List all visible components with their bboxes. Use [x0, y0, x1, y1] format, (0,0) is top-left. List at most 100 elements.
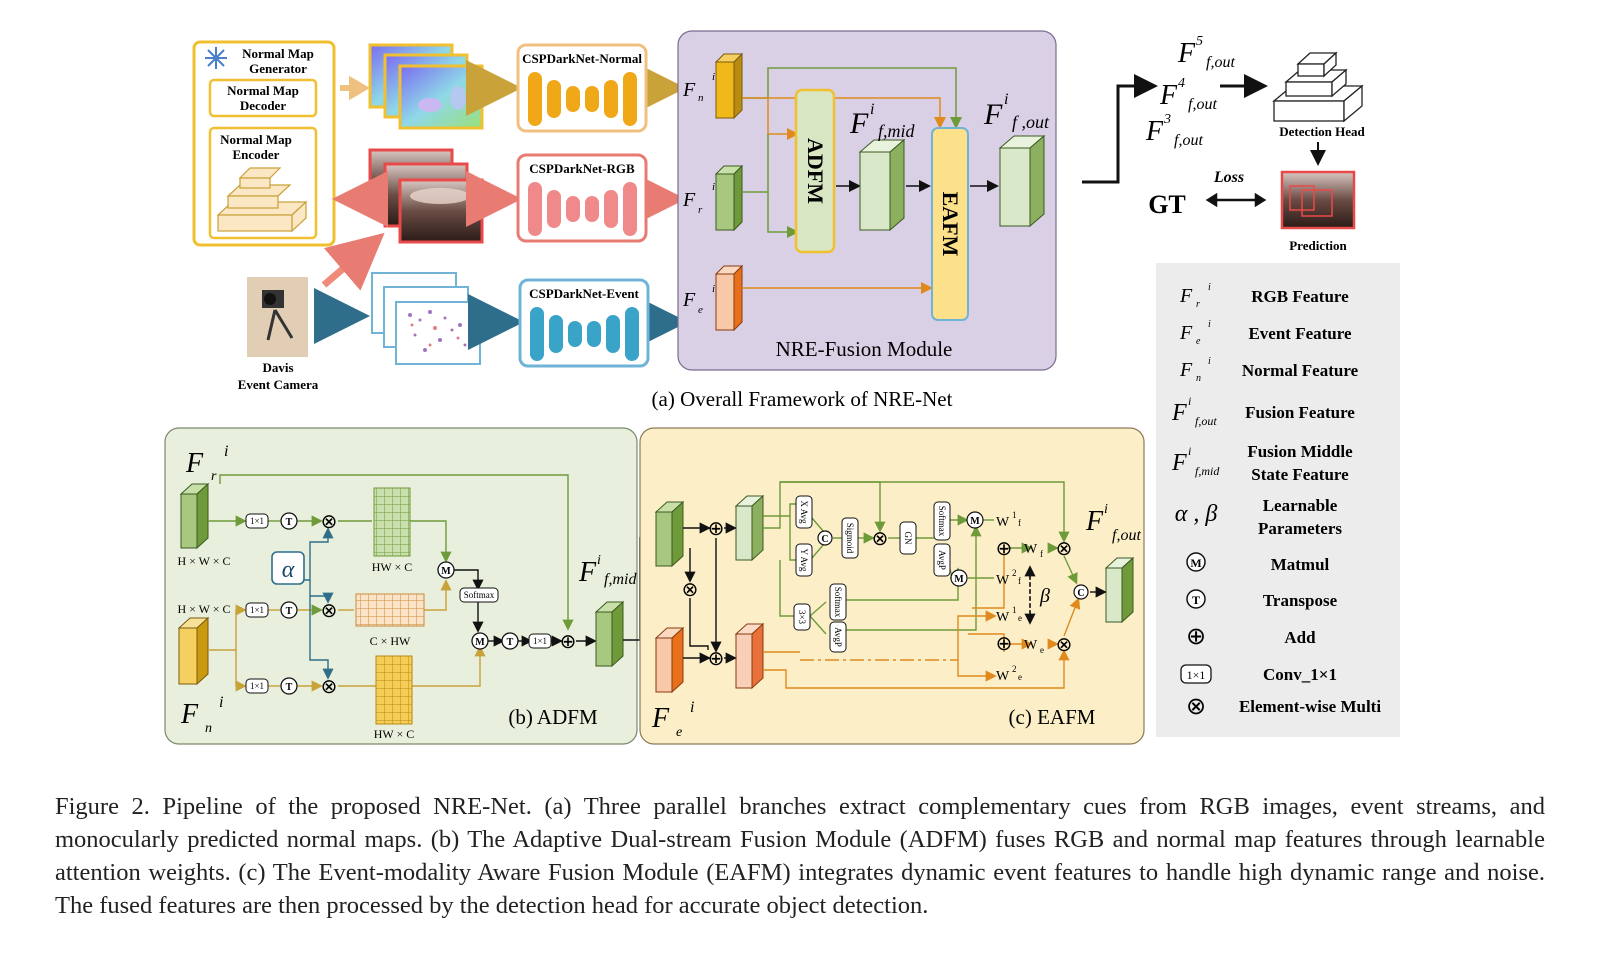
svg-text:i: i	[1004, 91, 1008, 108]
sigmoid-label: Sigmoid	[845, 523, 855, 554]
svg-text:M: M	[954, 574, 964, 585]
svg-text:f: f	[1018, 518, 1021, 528]
detection-head-icon	[1272, 51, 1364, 123]
legend-matmul: Matmul	[1271, 555, 1330, 574]
multiply-nodes-b: ⊗⊗⊗⊕	[321, 511, 577, 698]
svg-text:f,out: f,out	[1112, 527, 1141, 544]
decoder-label-1: Normal Map	[227, 83, 299, 98]
svg-text:f,out: f,out	[1174, 132, 1203, 149]
svg-text:⊗: ⊗	[1056, 538, 1073, 560]
avgp-label-c2: AvgP	[833, 627, 843, 647]
conv3-label: 3×3	[797, 610, 807, 625]
svg-text:1×1: 1×1	[250, 605, 264, 615]
svg-text:⊕: ⊕	[708, 648, 725, 670]
transpose-nodes-b	[280, 512, 519, 695]
softmax-label-b: Softmax	[464, 590, 495, 600]
rgb-images	[368, 148, 484, 244]
out-feature-cuboid	[998, 134, 1046, 228]
concat-nodes-c	[817, 530, 1089, 600]
svg-text:F: F	[983, 98, 1003, 131]
panel-c-title: (c) EAFM	[1009, 705, 1096, 729]
legend-fusion-mid-2: State Feature	[1251, 465, 1349, 484]
legend-learnable-2: Parameters	[1258, 519, 1342, 538]
panel-a-subtitle: (a) Overall Framework of NRE-Net	[652, 387, 953, 411]
svg-text:2: 2	[1012, 568, 1017, 578]
rgb-feature-cuboid	[714, 164, 744, 232]
legend-rgb-feature: RGB Feature	[1251, 287, 1349, 306]
transpose-icon: T	[1186, 589, 1206, 609]
backbone-event: CSPDarkNet-Event	[518, 278, 650, 368]
svg-text:C: C	[1077, 588, 1084, 599]
legend-box	[1156, 263, 1400, 737]
svg-text:r: r	[698, 204, 703, 216]
eafm-label: EAFM	[938, 192, 963, 257]
svg-text:i: i	[712, 283, 715, 295]
svg-text:⊗: ⊗	[872, 528, 889, 550]
eafm-panel-box	[639, 427, 1145, 745]
eafm-lines	[683, 481, 1107, 689]
svg-text:f,out: f,out	[1188, 96, 1217, 113]
svg-text:⊗: ⊗	[682, 579, 699, 601]
output-arrow	[1082, 74, 1158, 184]
alpha-label: α	[282, 557, 295, 583]
svg-text:W: W	[996, 573, 1010, 588]
svg-text:f: f	[1040, 549, 1043, 559]
svg-text:M: M	[441, 566, 451, 577]
matmul-nodes-b	[437, 561, 489, 650]
svg-text:F: F	[682, 79, 696, 101]
encoder-label-1: Normal Map	[220, 132, 292, 147]
svg-text:f,mid: f,mid	[1195, 464, 1220, 478]
svg-text:T: T	[286, 606, 293, 617]
svg-text:i: i	[712, 181, 715, 193]
prediction-image	[1280, 170, 1356, 230]
eafm-block	[931, 127, 969, 321]
svg-text:F: F	[849, 107, 869, 140]
encoder-pyramid-icon	[216, 167, 308, 233]
svg-text:F: F	[1085, 506, 1104, 537]
branch-arrows	[314, 60, 688, 350]
x-avg-label: X Avg	[799, 500, 809, 524]
backbone-rgb-label: CSPDarkNet-RGB	[529, 161, 635, 176]
svg-text:C: C	[821, 534, 828, 545]
beta-label: β	[1039, 585, 1050, 607]
fout-cuboid-c	[1104, 556, 1135, 624]
svg-text:W: W	[996, 669, 1010, 684]
svg-text:1×1: 1×1	[1187, 668, 1206, 682]
matrix-gold	[375, 655, 413, 725]
svg-text:M: M	[475, 637, 485, 648]
softmax-label-c2: Softmax	[833, 587, 843, 618]
svg-text:3: 3	[1163, 112, 1171, 127]
prediction-label: Prediction	[1289, 238, 1347, 253]
snowflake-icon	[205, 47, 227, 69]
svg-text:F: F	[1145, 116, 1164, 147]
legend-transpose: Transpose	[1263, 591, 1338, 610]
legend-fusion-mid-1: Fusion Middle	[1247, 442, 1353, 461]
svg-text:f: f	[1018, 576, 1021, 586]
svg-text:⊕: ⊕	[996, 633, 1013, 655]
svg-text:1×1: 1×1	[250, 516, 264, 526]
svg-text:r: r	[1196, 299, 1200, 310]
adfm-panel-box	[164, 427, 638, 745]
svg-text:1×1: 1×1	[533, 636, 547, 646]
svg-text:T: T	[1192, 593, 1200, 607]
svg-text:1×1: 1×1	[250, 681, 264, 691]
conv-blocks-b	[245, 513, 552, 694]
camera-label-2: Event Camera	[238, 377, 319, 392]
svg-text:f,mid: f,mid	[604, 571, 637, 588]
backbone-event-label: CSPDarkNet-Event	[529, 286, 639, 301]
svg-text:i: i	[1188, 444, 1191, 458]
legend-normal-feature: Normal Feature	[1242, 361, 1359, 380]
decoder-box	[208, 78, 318, 118]
svg-text:5: 5	[1196, 34, 1203, 49]
add-nodes-c: ⊕⊕⊕⊕	[708, 518, 1013, 670]
matmul-icon: M	[1186, 552, 1206, 572]
figure-caption: Figure 2. Pipeline of the proposed NRE-N…	[55, 793, 1545, 919]
svg-text:4: 4	[1178, 76, 1185, 91]
davis-camera-icon	[247, 277, 308, 357]
